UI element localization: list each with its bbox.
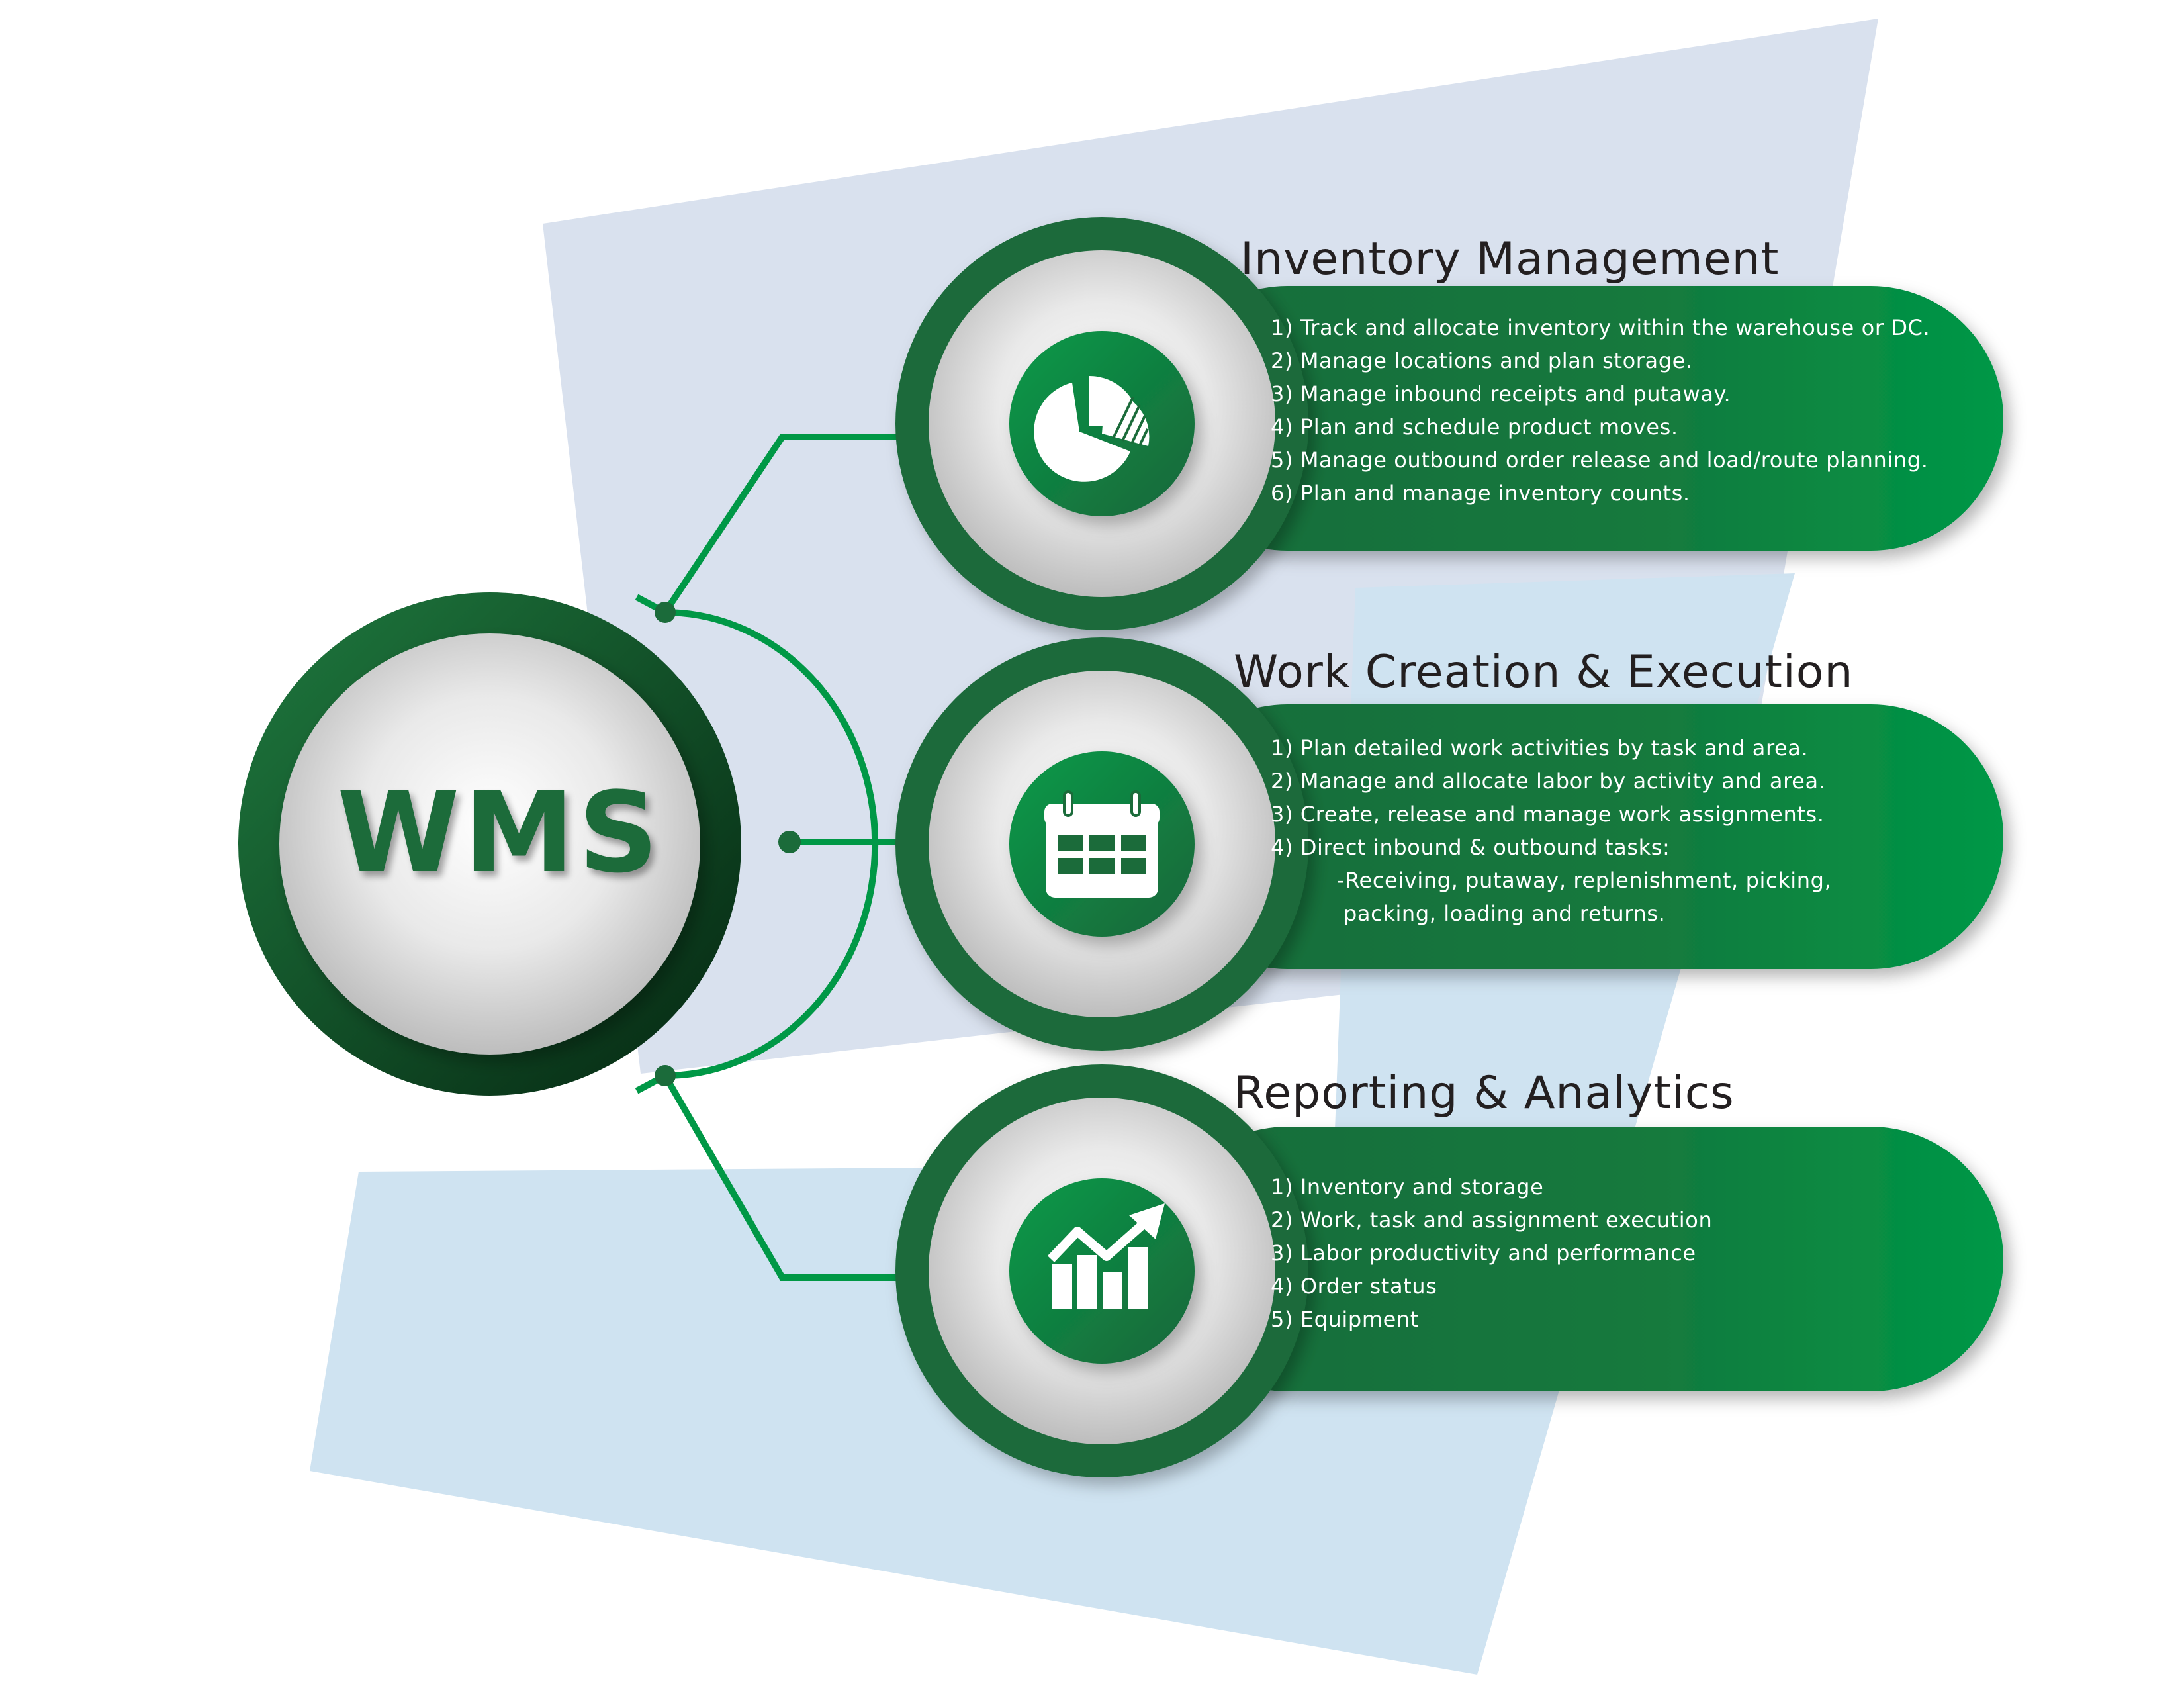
module-items-work-creation-execution: 1) Plan detailed work activities by task… bbox=[1271, 731, 1831, 930]
pie-chart-icon bbox=[1034, 376, 1150, 482]
module-inventory-management bbox=[895, 217, 2003, 630]
list-item: 5) Equipment bbox=[1271, 1307, 1419, 1332]
list-item: 2) Manage and allocate labor by activity… bbox=[1271, 769, 1826, 794]
list-item: 1) Inventory and storage bbox=[1271, 1174, 1544, 1199]
wms-hub bbox=[238, 592, 741, 1096]
list-item: 1) Plan detailed work activities by task… bbox=[1271, 735, 1809, 761]
list-item: -Receiving, putaway, replenishment, pick… bbox=[1337, 868, 1832, 893]
list-item: 5) Manage outbound order release and loa… bbox=[1271, 447, 1929, 473]
list-item: 2) Work, task and assignment execution bbox=[1271, 1207, 1713, 1233]
module-items-inventory-management: 1) Track and allocate inventory within t… bbox=[1271, 311, 1930, 510]
list-item: 3) Manage inbound receipts and putaway. bbox=[1271, 381, 1731, 406]
list-item: 3) Create, release and manage work assig… bbox=[1271, 802, 1825, 827]
list-item: 4) Plan and schedule product moves. bbox=[1271, 414, 1678, 440]
growth-chart-icon bbox=[1047, 1203, 1165, 1309]
list-item: 6) Plan and manage inventory counts. bbox=[1271, 481, 1690, 506]
module-work-creation-execution bbox=[895, 637, 2003, 1051]
list-item: 2) Manage locations and plan storage. bbox=[1271, 348, 1693, 373]
module-title-work-creation-execution: Work Creation & Execution bbox=[1234, 646, 1854, 698]
module-title-inventory-management: Inventory Management bbox=[1240, 233, 1780, 285]
calendar-icon bbox=[1044, 790, 1160, 898]
module-reporting-analytics bbox=[895, 1064, 2003, 1477]
list-item: packing, loading and returns. bbox=[1343, 901, 1666, 926]
module-title-reporting-analytics: Reporting & Analytics bbox=[1234, 1067, 1735, 1119]
list-item: 4) Direct inbound & outbound tasks: bbox=[1271, 835, 1670, 860]
connector-nodes bbox=[655, 602, 801, 1086]
module-items-reporting-analytics: 1) Inventory and storage 2) Work, task a… bbox=[1271, 1170, 1712, 1336]
list-item: 3) Labor productivity and performance bbox=[1271, 1241, 1696, 1266]
list-item: 4) Order status bbox=[1271, 1274, 1437, 1299]
hub-label: WMS bbox=[337, 768, 662, 898]
list-item: 1) Track and allocate inventory within t… bbox=[1271, 315, 1931, 340]
